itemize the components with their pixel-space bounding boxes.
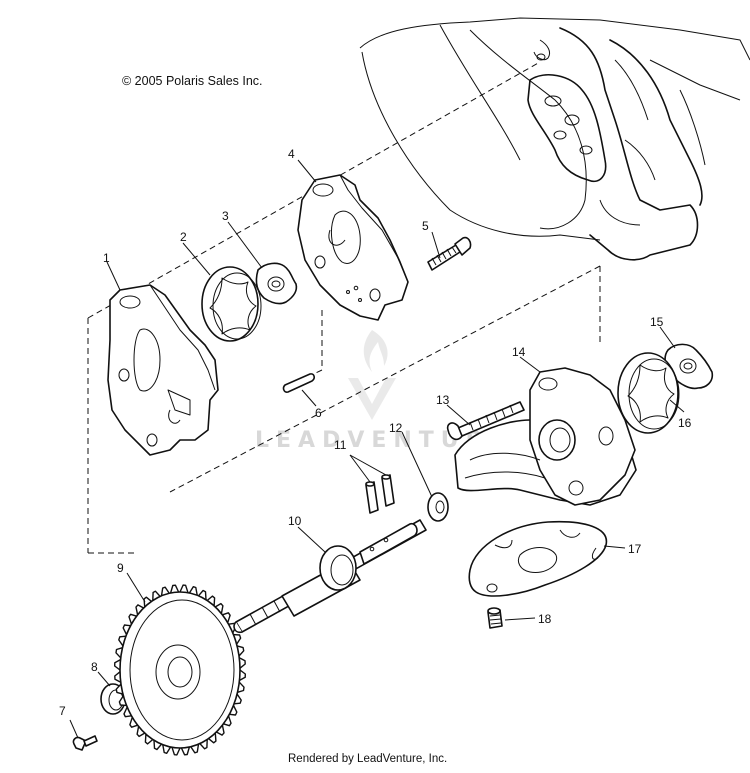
engine-case [359, 17, 750, 261]
callout-5: 5 [422, 219, 429, 233]
footer-credit: Rendered by LeadVenture, Inc. [288, 753, 448, 765]
callout-7: 7 [59, 704, 66, 718]
callout-numbers: 1 2 3 4 5 6 7 8 9 10 11 12 13 14 15 16 1… [59, 147, 692, 718]
callout-12: 12 [389, 421, 403, 435]
part-7-screw [72, 735, 98, 751]
callout-6: 6 [315, 406, 322, 420]
callout-13: 13 [436, 393, 450, 407]
callout-8: 8 [91, 660, 98, 674]
part-9-gear [114, 584, 246, 756]
part-3-inner-rotor [255, 262, 298, 305]
part-6-dowel-pin [282, 373, 315, 393]
part-10-shaft [233, 519, 427, 634]
callout-3: 3 [222, 209, 229, 223]
part-5-screw [427, 236, 472, 271]
part-11-pins [365, 474, 395, 514]
callout-2: 2 [180, 230, 187, 244]
gear-teeth [114, 584, 246, 756]
copyright-text: © 2005 Polaris Sales Inc. [122, 74, 263, 88]
callout-15: 15 [650, 315, 664, 329]
part-12-washer [427, 492, 449, 522]
part-18-screw [487, 607, 503, 629]
callout-4: 4 [288, 147, 295, 161]
callout-14: 14 [512, 345, 526, 359]
part-2-outer-rotor [201, 266, 262, 342]
part-14-pump-housing [454, 367, 637, 506]
part-13-bolt [446, 401, 525, 441]
part-17-gasket [468, 520, 608, 597]
part-1-pump-body [107, 284, 219, 456]
part-4-cover-plate [297, 174, 409, 321]
callout-17: 17 [628, 542, 642, 556]
callout-10: 10 [288, 514, 302, 528]
part-16-outer-rotor [617, 352, 680, 434]
callout-16: 16 [678, 416, 692, 430]
callout-1: 1 [103, 251, 110, 265]
callout-11: 11 [334, 438, 347, 452]
callout-9: 9 [117, 561, 124, 575]
leader-lines [69, 159, 685, 739]
callout-18: 18 [538, 612, 552, 626]
